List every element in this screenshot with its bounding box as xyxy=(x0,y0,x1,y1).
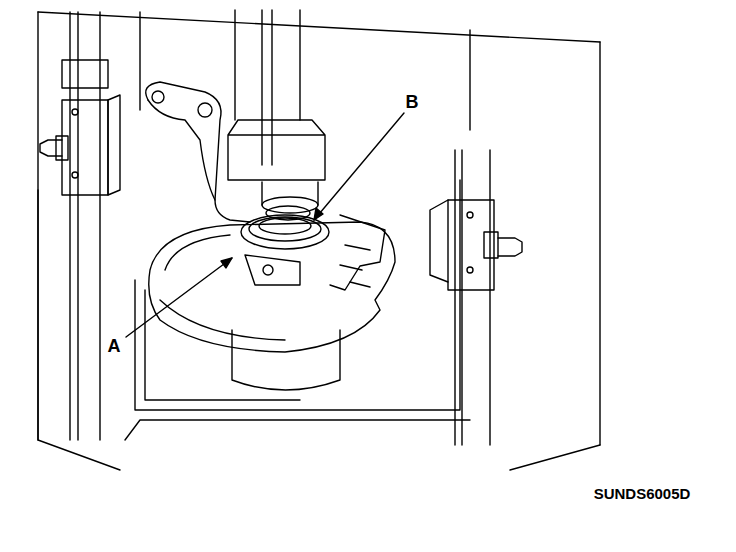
seal xyxy=(259,218,311,234)
bolt xyxy=(467,267,473,273)
frame-line xyxy=(38,12,600,445)
bolt xyxy=(40,140,62,156)
clamp xyxy=(108,95,120,195)
knuckle-body xyxy=(245,255,300,285)
nut xyxy=(484,232,498,258)
knuckle-hole xyxy=(152,91,164,103)
bolt xyxy=(467,212,473,218)
bolt xyxy=(498,238,522,256)
base xyxy=(135,180,460,410)
callout-letter: A xyxy=(106,336,123,356)
bolt xyxy=(72,172,78,178)
frame-line xyxy=(140,12,470,130)
leader-line xyxy=(126,258,232,337)
clamp xyxy=(448,200,494,290)
clamp xyxy=(62,60,108,88)
frame-line xyxy=(38,190,600,470)
ram xyxy=(235,10,300,165)
knuckle-flange xyxy=(330,215,385,290)
dust-shield xyxy=(160,235,285,340)
base xyxy=(125,420,470,440)
knuckle-hole xyxy=(263,265,273,275)
knuckle-slot xyxy=(340,245,370,287)
clamp xyxy=(430,200,448,282)
callout-letter: B xyxy=(404,92,421,112)
bolt xyxy=(72,109,78,115)
arrowhead xyxy=(221,258,232,268)
knuckle-arm xyxy=(148,100,215,200)
knuckle-hole xyxy=(198,103,212,117)
frame-line xyxy=(38,12,600,42)
clamp xyxy=(62,100,108,195)
ram-shaft xyxy=(262,182,318,205)
post xyxy=(70,12,100,440)
arrowhead xyxy=(314,208,323,220)
seal xyxy=(241,215,329,249)
hub-support xyxy=(232,330,340,390)
knuckle-arm xyxy=(146,82,250,222)
nut xyxy=(56,136,68,160)
figure-code: SUNDS6005D xyxy=(592,485,693,502)
leader-line xyxy=(314,113,404,220)
seal xyxy=(249,217,321,241)
ram-block xyxy=(228,120,325,180)
dust-shield xyxy=(149,222,395,352)
